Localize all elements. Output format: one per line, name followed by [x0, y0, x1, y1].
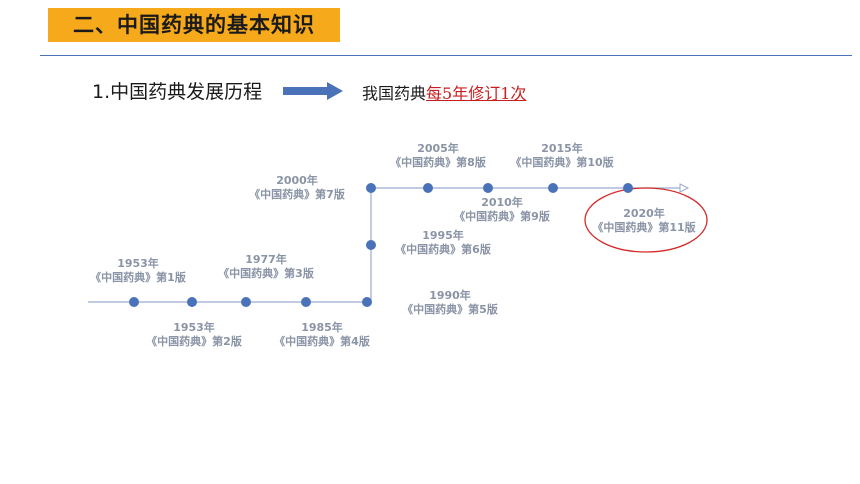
timeline-node: [548, 183, 558, 193]
timeline-edition: 《中国药典》第1版: [90, 271, 186, 284]
timeline-edition: 《中国药典》第11版: [592, 221, 696, 234]
timeline-node: [423, 183, 433, 193]
timeline-label: 1985年《中国药典》第4版: [274, 321, 370, 349]
subsection-title: 1.中国药典发展历程: [92, 81, 263, 103]
timeline-year: 2005年: [417, 142, 459, 155]
right-arrow-icon: [283, 82, 343, 100]
timeline-arrowhead: [679, 183, 690, 193]
timeline-label: 1990年《中国药典》第5版: [402, 289, 498, 317]
timeline-node: [301, 297, 311, 307]
timeline-nodes: [129, 183, 633, 307]
timeline-year: 1995年: [422, 229, 464, 242]
timeline-year: 2020年: [623, 207, 665, 220]
timeline-year: 1953年: [117, 257, 159, 270]
timeline-label: 2000年《中国药典》第7版: [249, 174, 345, 202]
timeline-node: [366, 183, 376, 193]
timeline-year: 1990年: [429, 289, 471, 302]
timeline-edition: 《中国药典》第8版: [390, 156, 486, 169]
timeline-label: 1953年《中国药典》第1版: [90, 257, 186, 285]
timeline-label: 1953年《中国药典》第2版: [146, 321, 242, 349]
timeline-edition: 《中国药典》第5版: [402, 303, 498, 316]
timeline-year: 2015年: [541, 142, 583, 155]
timeline-label: 2015年《中国药典》第10版: [510, 142, 613, 170]
timeline-label: 2010年《中国药典》第9版: [454, 196, 550, 224]
timeline-node: [129, 297, 139, 307]
timeline-edition: 《中国药典》第4版: [274, 335, 370, 348]
header-divider: [40, 55, 852, 56]
timeline-node: [241, 297, 251, 307]
timeline-edition: 《中国药典》第2版: [146, 335, 242, 348]
timeline-node: [362, 297, 372, 307]
timeline-label: 1977年《中国药典》第3版: [218, 253, 314, 281]
timeline-year: 1977年: [245, 253, 287, 266]
timeline-edition: 《中国药典》第6版: [395, 243, 491, 256]
timeline-year: 2000年: [276, 174, 318, 187]
timeline-edition: 《中国药典》第10版: [510, 156, 614, 169]
revision-note: 我国药典每5年修订1次: [362, 80, 526, 104]
revision-frequency-highlight: 每5年修订1次: [426, 84, 527, 103]
section-title-banner: 二、中国药典的基本知识: [48, 8, 340, 42]
timeline-edition: 《中国药典》第3版: [218, 267, 314, 280]
timeline-year: 1985年: [301, 321, 343, 334]
timeline-node: [366, 240, 376, 250]
timeline-node: [187, 297, 197, 307]
timeline-node: [623, 183, 633, 193]
timeline-year: 2010年: [481, 196, 523, 209]
timeline-label: 2020年《中国药典》第11版: [592, 207, 695, 235]
timeline-edition: 《中国药典》第9版: [454, 210, 550, 223]
revision-note-prefix: 我国药典: [362, 84, 427, 103]
timeline-year: 1953年: [173, 321, 215, 334]
highlight-ellipse-2020: [584, 187, 708, 253]
timeline-node: [483, 183, 493, 193]
timeline-label: 1995年《中国药典》第6版: [395, 229, 491, 257]
timeline-edition: 《中国药典》第7版: [249, 188, 345, 201]
timeline-label: 2005年《中国药典》第8版: [390, 142, 486, 170]
